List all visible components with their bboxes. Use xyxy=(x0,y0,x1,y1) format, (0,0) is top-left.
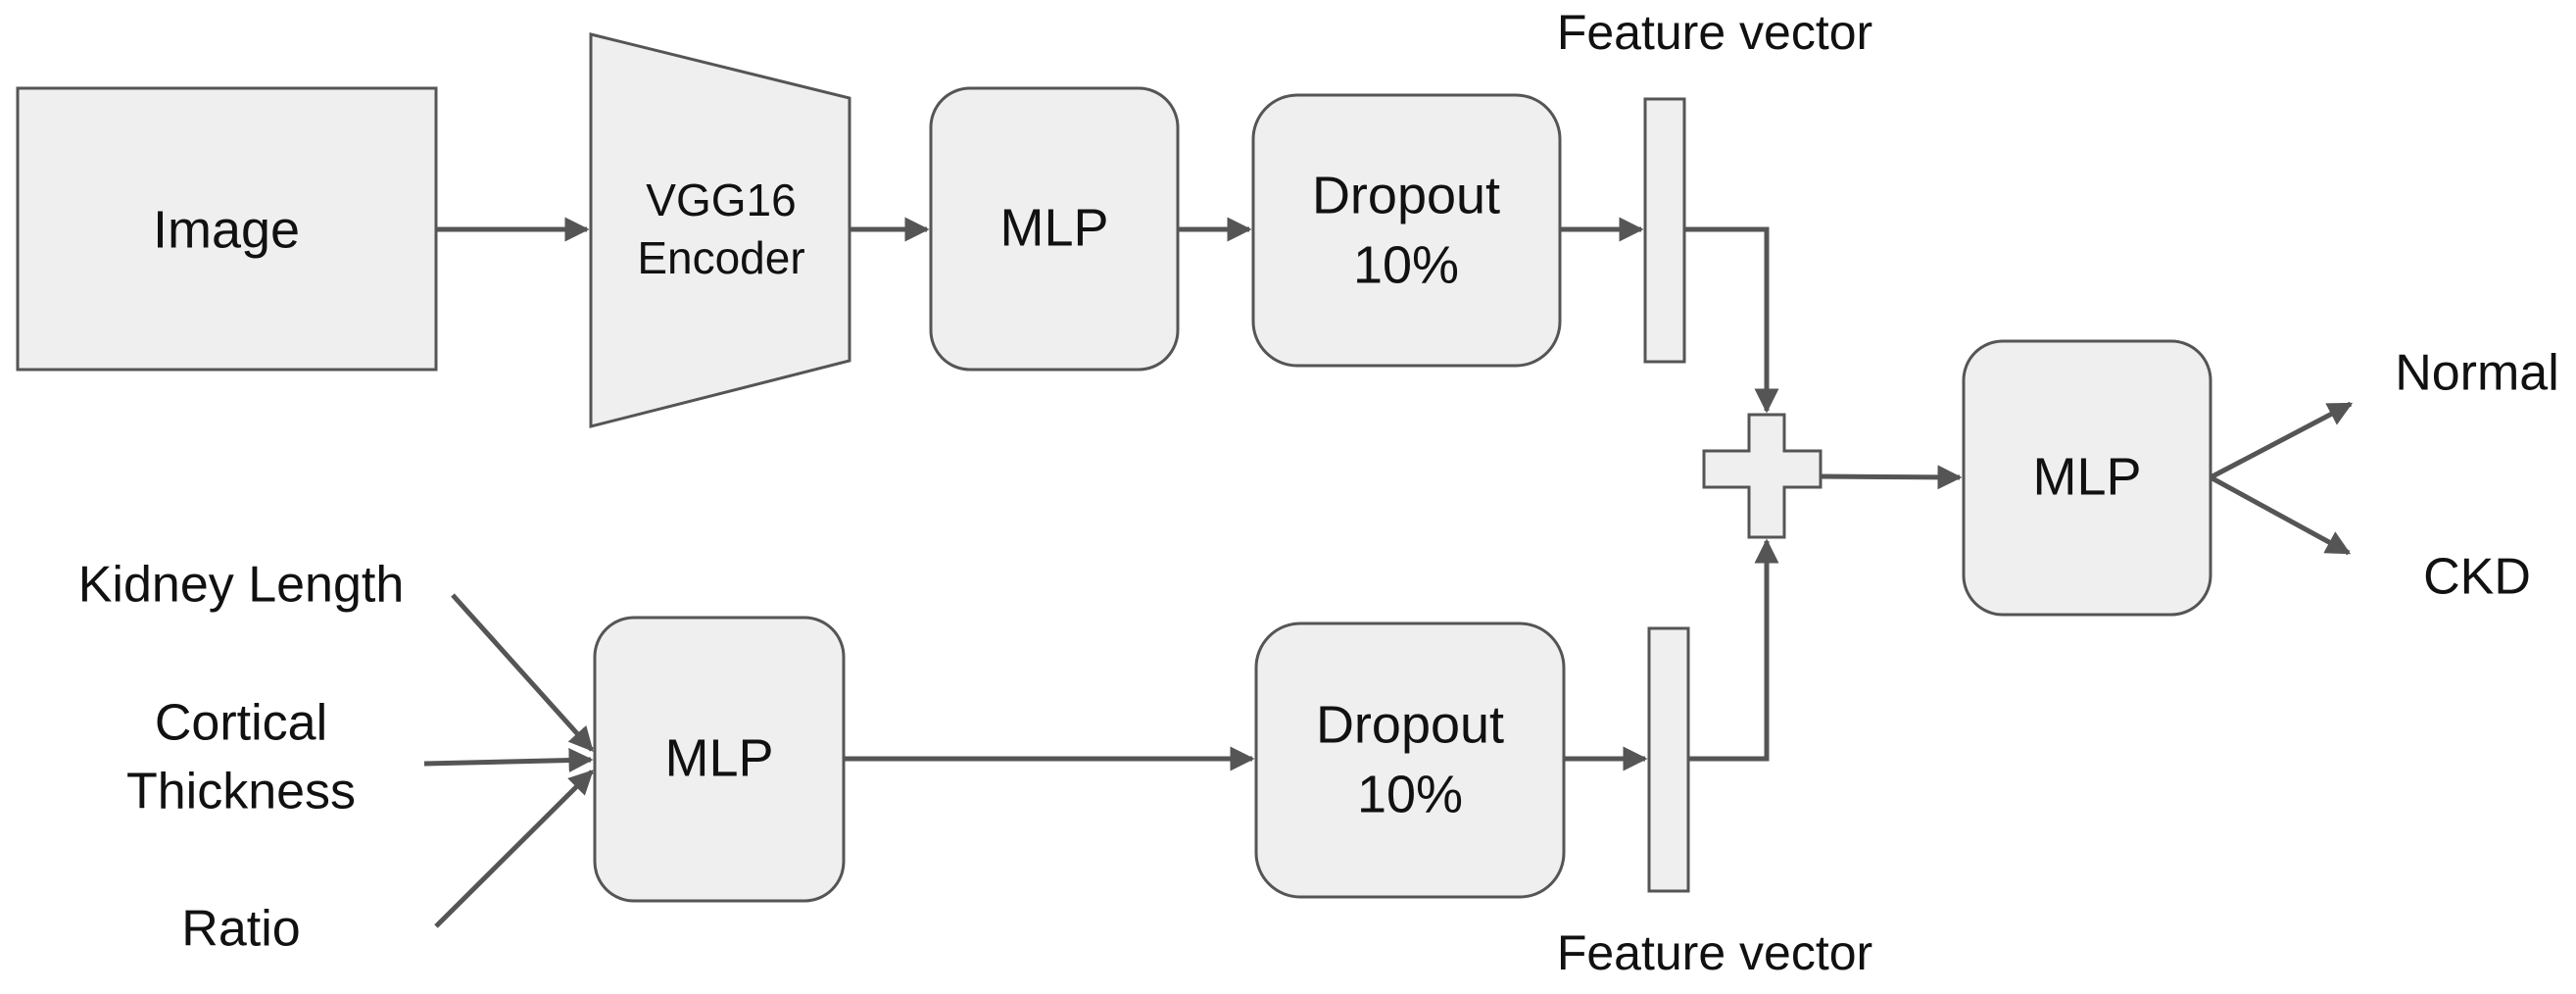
vgg16-encoder-shape xyxy=(589,32,851,428)
feature-vector-top-bar xyxy=(1643,97,1686,364)
input-kidney-length-label: Kidney Length xyxy=(78,557,405,614)
input-cortical-label-line2: Thickness xyxy=(126,764,356,820)
output-normal-label: Normal xyxy=(2395,345,2559,402)
arrow-final-to-normal xyxy=(2209,401,2354,480)
input-cortical-label-line1: Cortical xyxy=(155,695,327,752)
image-label: Image xyxy=(153,200,300,259)
arrow-feature-bottom-to-plus xyxy=(1688,538,1779,762)
feature-vector-top-label: Feature vector xyxy=(1557,5,1872,60)
dropout-top-label-line2: 10% xyxy=(1353,235,1459,294)
feature-vector-bottom-label: Feature vector xyxy=(1557,925,1872,980)
dropout-top-label-line1: Dropout xyxy=(1312,166,1500,224)
mlp-final-label: MLP xyxy=(2032,447,2141,506)
image-box xyxy=(16,86,438,372)
dropout-bottom-label-line1: Dropout xyxy=(1316,695,1504,754)
arrow-plus-to-final-mlp xyxy=(1820,465,1963,490)
mlp-bottom-label: MLP xyxy=(664,728,773,787)
arrow-cortical-to-mlp xyxy=(423,748,594,773)
dropout-top-box xyxy=(1251,93,1562,368)
encoder-label-line1: VGG16 xyxy=(646,174,796,225)
input-ratio-label: Ratio xyxy=(181,901,300,958)
feature-vector-bottom-bar xyxy=(1647,626,1690,893)
encoder-label-line2: Encoder xyxy=(637,232,804,283)
arrow-final-to-ckd xyxy=(2209,474,2352,556)
arrow-ratio-to-mlp xyxy=(434,770,594,928)
mlp-top-label: MLP xyxy=(999,198,1108,257)
dropout-bottom-box xyxy=(1254,621,1566,899)
arrow-feature-top-to-plus xyxy=(1684,226,1779,414)
fusion-plus-icon xyxy=(1702,413,1823,539)
dropout-bottom-label-line2: 10% xyxy=(1357,765,1463,823)
output-ckd-label: CKD xyxy=(2423,549,2531,606)
arrow-kidney-length-to-mlp xyxy=(451,593,594,752)
